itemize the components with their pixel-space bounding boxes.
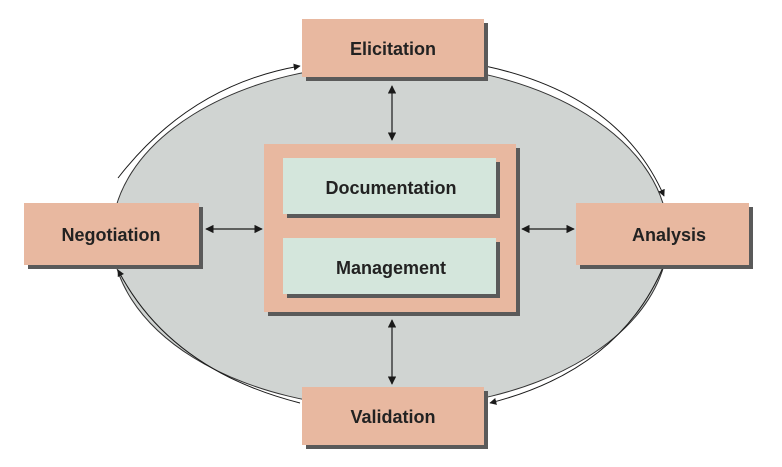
node-validation-label: Validation [350,407,435,427]
node-elicitation: Elicitation [302,19,488,81]
node-documentation: Documentation [283,158,500,218]
node-analysis: Analysis [576,203,753,269]
cycle-arrow-validation-to-negotiation [117,269,301,404]
node-validation: Validation [302,387,488,449]
node-management-label: Management [336,258,446,278]
node-elicitation-label: Elicitation [350,39,436,59]
node-analysis-label: Analysis [632,225,706,245]
cycle-arrow-elicitation-to-analysis [484,65,665,197]
node-negotiation: Negotiation [24,203,203,269]
node-documentation-label: Documentation [325,178,456,198]
cycle-arrow-negotiation-to-elicitation [117,63,301,179]
node-management: Management [283,238,500,298]
node-negotiation-label: Negotiation [62,225,161,245]
cycle-arrow-analysis-to-validation [489,264,665,405]
